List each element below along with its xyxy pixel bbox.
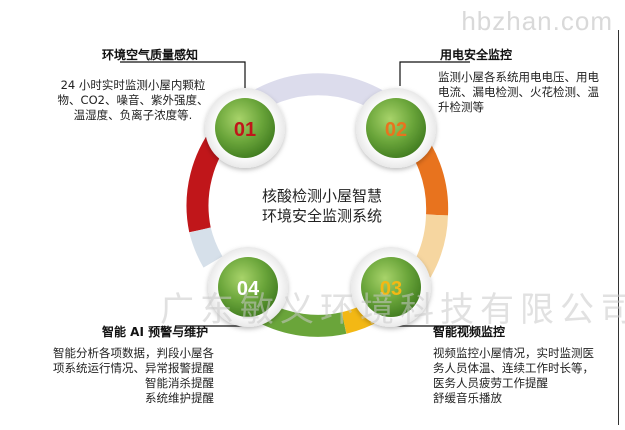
right-rule [618,30,619,425]
watermark-company: 广东敏义环境科技有限公司 [160,290,625,330]
node-01-number: 01 [234,119,256,141]
node-04-number: 04 [237,278,260,300]
node-04 [208,247,288,327]
center-title: 核酸检测小屋智慧 环境安全监测系统 [232,186,412,226]
node-03-description: 视频监控小屋情况，实时监测医 务人员体温、连续工作时长等， 医务人员疲劳工作提醒… [433,346,594,405]
connector-02 [399,61,470,86]
node-04-description: 智能分析各项数据，判段小屋各 项系统运行情况、异常报警提醒 智能消杀提醒 系统维… [53,346,214,405]
node-04-title: 智能 AI 预警与维护 [102,325,209,339]
center-title-line1: 核酸检测小屋智慧 [261,187,382,205]
node-01-title: 环境空气质量感知 [102,48,199,62]
node-02-title: 用电安全监控 [440,48,513,62]
node-03-title: 智能视频监控 [433,325,506,339]
connector-01 [120,61,246,88]
node-01 [205,88,285,168]
watermark-top: hbzhan.com [461,6,613,36]
node-03-number: 03 [380,278,402,300]
node-03 [351,247,431,327]
node-02-number: 02 [385,119,407,141]
center-title-line2: 环境安全监测系统 [261,207,382,225]
node-02-description: 监测小屋各系统用电电压、用电 电流、漏电检测、火花检测、温 升检测等 [438,70,599,114]
node-01-description: 24 小时实时监测小屋内颗粒 物、CO2、噪音、紫外强度、 温湿度、负离子浓度等… [57,78,209,122]
ring-segment-left-pale [189,227,223,268]
node-02 [356,88,436,168]
ring-segment-right-peach [411,214,448,278]
